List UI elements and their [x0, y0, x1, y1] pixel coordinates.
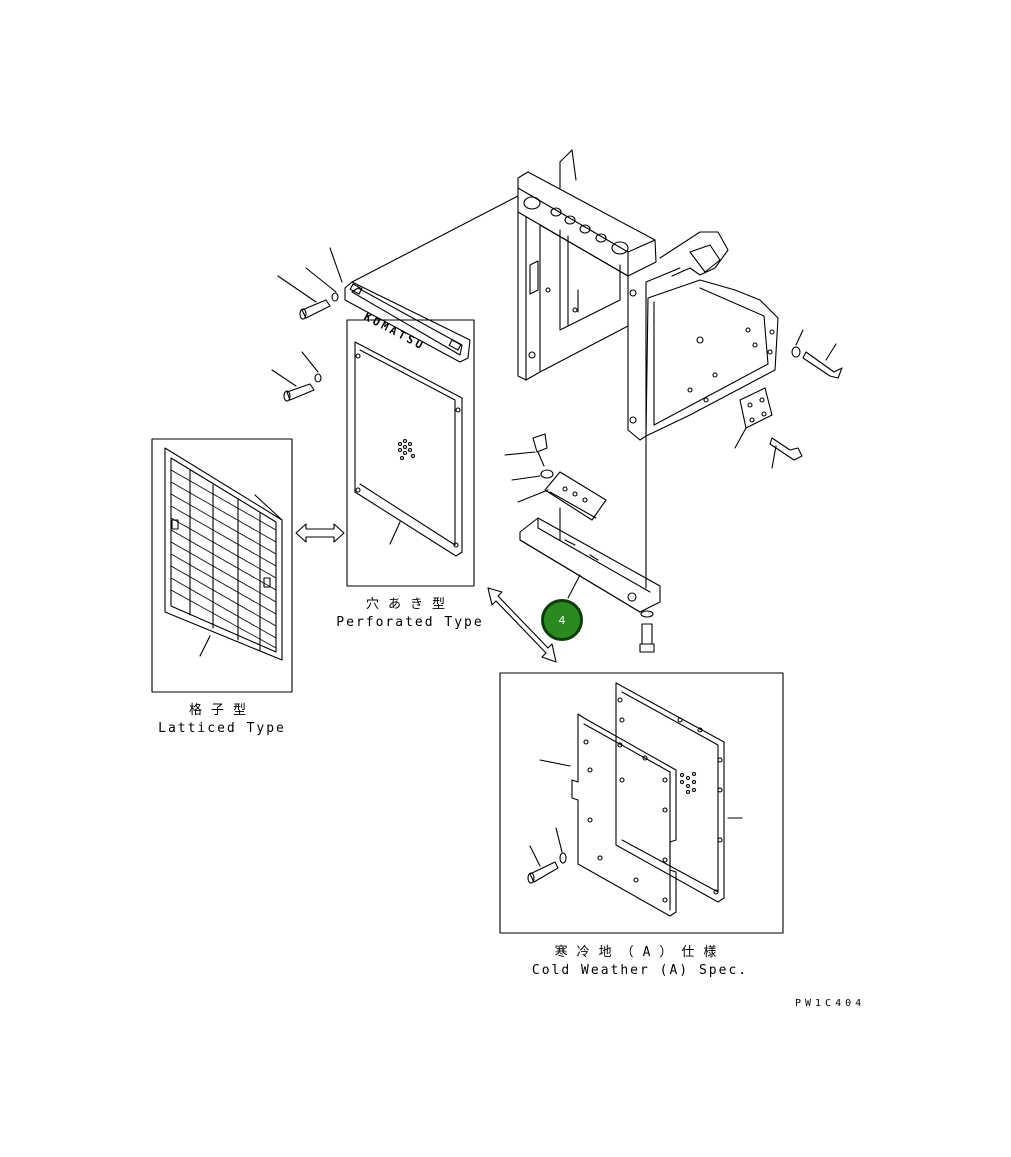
perforated-panel-box	[346, 319, 475, 587]
latticed-panel	[164, 447, 283, 661]
bottom-bracket	[519, 507, 661, 613]
drawing-code: PW1C404	[795, 998, 866, 1009]
perforated-panel	[354, 341, 463, 557]
latticed-panel-box	[151, 438, 293, 693]
side-bolt-lower	[734, 427, 803, 469]
cold-weather-box	[499, 672, 784, 934]
cold-weather-caption: 寒冷地（A）仕様 Cold Weather (A) Spec.	[520, 944, 760, 980]
cold-weather-front-cover	[615, 682, 743, 903]
latticed-caption: 格子型 Latticed Type	[142, 702, 302, 738]
cold-weather-bolt	[527, 827, 567, 884]
emblem-plate	[329, 247, 471, 363]
perforated-caption-jp: 穴あき型	[365, 597, 454, 612]
cold-weather-back-cover	[539, 713, 677, 917]
bolt-center-top	[504, 433, 548, 467]
cold-weather-caption-en: Cold Weather (A) Spec.	[531, 963, 749, 978]
callout-number-badge[interactable]: 4	[541, 599, 583, 641]
washer-center	[511, 469, 554, 481]
bolt-center-bottom	[639, 610, 655, 653]
latticed-caption-en: Latticed Type	[158, 721, 286, 736]
perforated-caption: 穴あき型 Perforated Type	[330, 596, 490, 632]
latticed-caption-jp: 格子型	[188, 703, 255, 718]
perforated-caption-en: Perforated Type	[336, 615, 484, 630]
side-bolt-upper	[791, 329, 843, 379]
swap-arrow-horizontal	[295, 523, 345, 543]
frame-assembly	[517, 149, 779, 441]
swap-arrow-diagonal	[487, 587, 557, 663]
bolt-upper-left	[277, 267, 339, 320]
support-plate	[517, 471, 607, 521]
cold-weather-caption-jp: 寒冷地（A）仕様	[554, 945, 726, 960]
bolt-mid-left	[271, 351, 322, 402]
